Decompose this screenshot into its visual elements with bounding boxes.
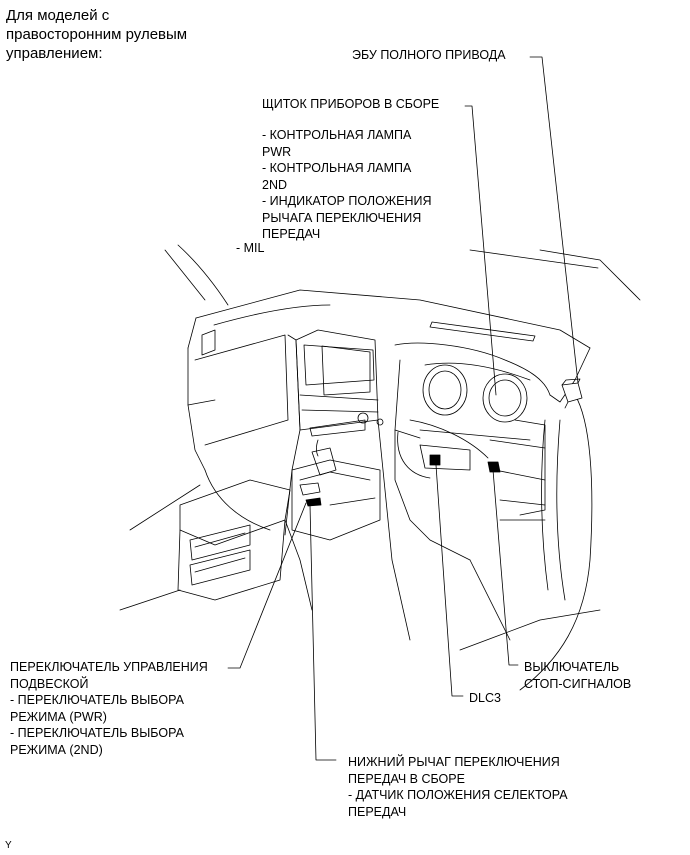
label-stop-light-switch: ВЫКЛЮЧАТЕЛЬ СТОП-СИГНАЛОВ <box>524 660 632 691</box>
label-combination-meter: ЩИТОК ПРИБОРОВ В СБОРЕ <box>262 97 440 111</box>
label-mil: - MIL <box>236 241 265 255</box>
label-4wd-ecu: ЭБУ ПОЛНОГО ПРИВОДА <box>352 48 506 62</box>
label-meter-items: - КОНТРОЛЬНАЯ ЛАМПА PWR - КОНТРОЛЬНАЯ ЛА… <box>262 128 432 241</box>
label-shift-lever: НИЖНИЙ РЫЧАГ ПЕРЕКЛЮЧЕНИЯ ПЕРЕДАЧ В СБОР… <box>348 755 568 819</box>
label-dlc3: DLC3 <box>469 691 501 705</box>
figure-code: Y <box>5 840 12 851</box>
label-suspension-switch: ПЕРЕКЛЮЧАТЕЛЬ УПРАВЛЕНИЯ ПОДВЕСКОЙ - ПЕР… <box>10 660 208 757</box>
page-title: Для моделей с правосторонним рулевым упр… <box>6 7 188 62</box>
